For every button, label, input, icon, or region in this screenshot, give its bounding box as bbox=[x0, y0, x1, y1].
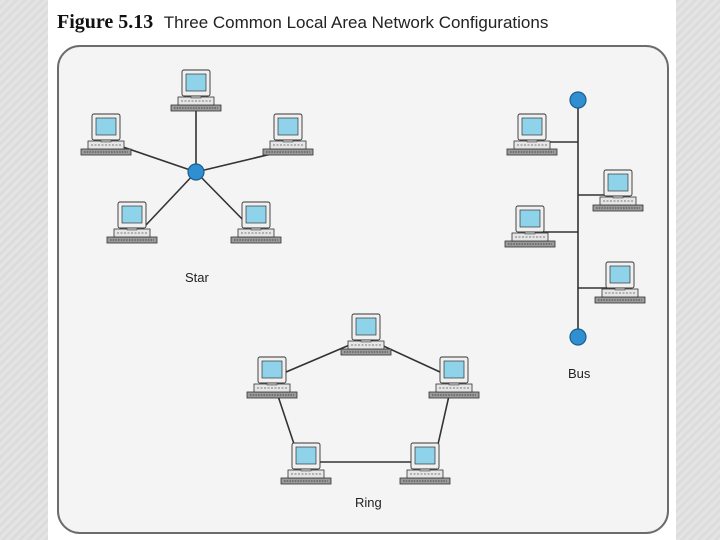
star-topology: Star bbox=[80, 69, 314, 285]
bus-topology: Bus bbox=[504, 91, 646, 381]
slide: Figure 5.13 Three Common Local Area Netw… bbox=[48, 0, 676, 540]
star-label: Star bbox=[185, 270, 210, 285]
terminator-node-icon bbox=[569, 328, 587, 346]
diagram-panel bbox=[57, 45, 669, 534]
terminator-node-icon bbox=[569, 91, 587, 109]
figure-title: Figure 5.13 Three Common Local Area Netw… bbox=[57, 11, 548, 34]
figure-label: Figure 5.13 bbox=[57, 11, 154, 33]
ring-label: Ring bbox=[355, 495, 382, 510]
figure-caption: Three Common Local Area Network Configur… bbox=[163, 13, 549, 32]
bus-label: Bus bbox=[568, 366, 591, 381]
hub-node-icon bbox=[187, 163, 205, 181]
ring-cables bbox=[271, 337, 454, 463]
network-diagram: Star Bus bbox=[57, 45, 669, 534]
ring-topology: Ring bbox=[246, 313, 480, 510]
